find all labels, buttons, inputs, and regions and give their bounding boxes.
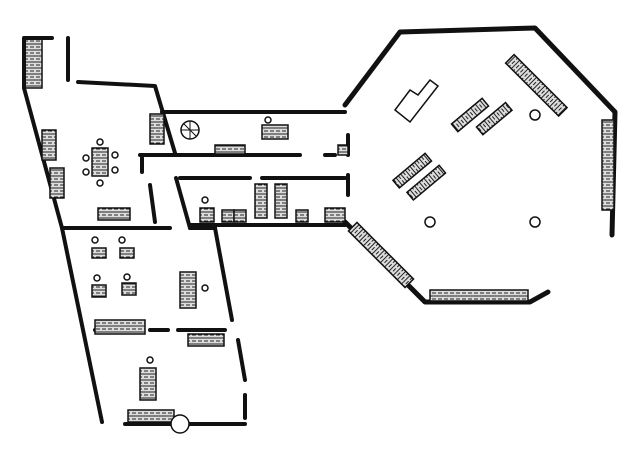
bed-icon — [97, 207, 131, 221]
stair-shaft — [23, 37, 43, 89]
bench — [347, 221, 415, 289]
table-icon — [91, 247, 107, 259]
altar — [393, 78, 440, 124]
corridor-walls — [138, 110, 350, 227]
furniture — [41, 113, 349, 434]
bed-icon — [49, 167, 65, 199]
table-icon — [139, 367, 157, 401]
bed-icon — [41, 129, 57, 161]
bench — [601, 119, 615, 211]
bed-icon — [149, 113, 165, 145]
table-icon — [91, 147, 109, 177]
table — [450, 97, 490, 133]
table — [405, 164, 447, 202]
octagon-hall-walls — [342, 25, 618, 305]
crate-icon — [170, 414, 190, 434]
pillar-icon — [529, 216, 541, 228]
bench — [429, 289, 529, 302]
left-wing-walls — [22, 36, 247, 426]
bench — [504, 53, 569, 118]
table — [475, 101, 514, 136]
table — [391, 152, 433, 190]
table-icon — [261, 124, 289, 140]
pillar-icon — [424, 216, 436, 228]
pillar-icon — [529, 109, 541, 121]
